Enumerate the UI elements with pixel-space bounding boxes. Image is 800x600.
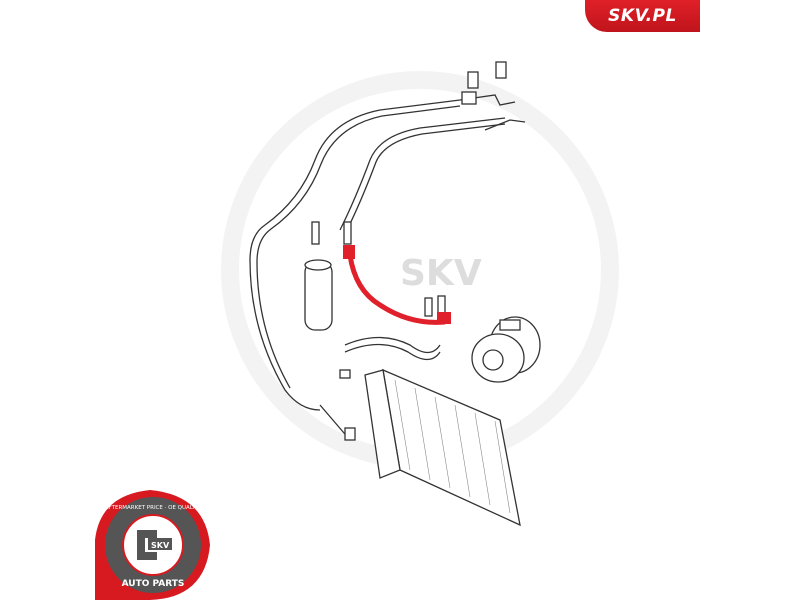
seal-center-text: SKV bbox=[151, 541, 170, 550]
fittings bbox=[311, 61, 507, 441]
pipe-lines bbox=[249, 94, 526, 441]
highlighted-hose[interactable] bbox=[343, 245, 451, 325]
brand-logo-text: SKV.PL bbox=[608, 6, 677, 26]
seal-bottom-text: AUTO PARTS bbox=[122, 579, 185, 589]
receiver-drier bbox=[304, 259, 333, 331]
ac-compressor bbox=[471, 316, 541, 383]
watermark-text: SKV bbox=[400, 253, 482, 294]
brand-logo-tab[interactable]: SKV.PL bbox=[585, 0, 700, 32]
condenser bbox=[364, 368, 521, 527]
skv-auto-parts-seal: SKV AFTERMARKET PRICE · OE QUALITY AUTO … bbox=[95, 490, 210, 600]
seal-top-text: AFTERMARKET PRICE · OE QUALITY bbox=[105, 505, 202, 511]
